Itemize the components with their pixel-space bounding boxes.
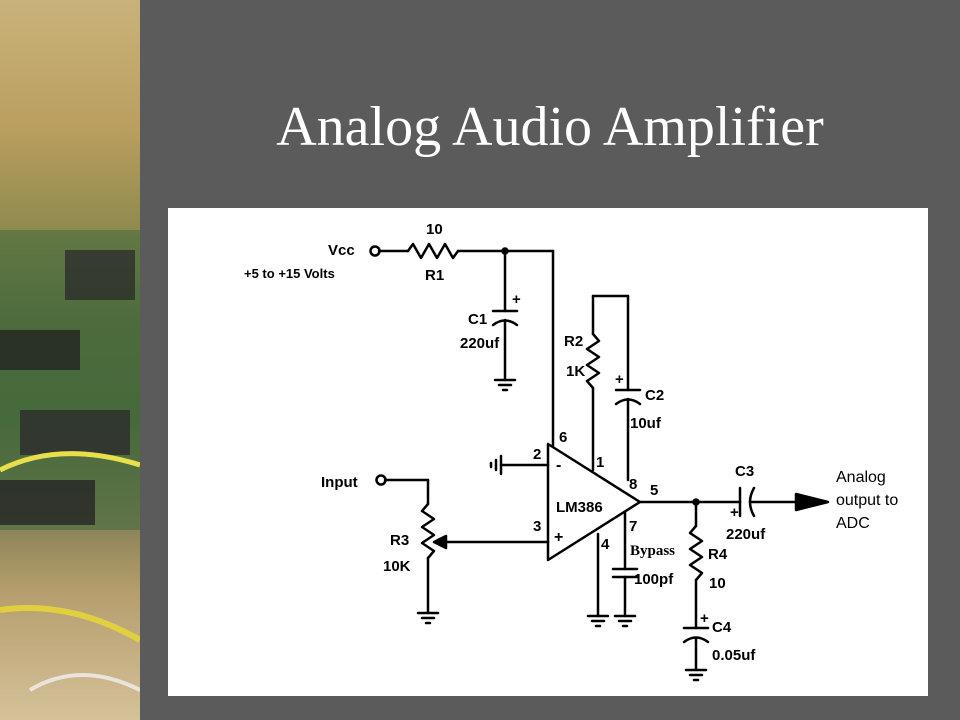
c4-value: 0.05uf xyxy=(712,647,756,664)
capacitor-c1 xyxy=(491,249,519,382)
slide-title: Analog Audio Amplifier xyxy=(276,96,824,158)
vcc-label: Vcc xyxy=(328,242,355,259)
pin-1: 1 xyxy=(596,454,604,471)
r2-value: 1K xyxy=(566,363,585,380)
pin-5: 5 xyxy=(650,482,658,499)
vcc-range-label: +5 to +15 Volts xyxy=(244,266,335,281)
c2-name: C2 xyxy=(645,387,664,404)
pin-2: 2 xyxy=(533,446,541,463)
circuit-board-illustration xyxy=(0,230,140,692)
c2-polarity: + xyxy=(615,371,624,388)
c4-polarity: + xyxy=(700,610,709,627)
resistor-r3 xyxy=(420,502,436,560)
output-arrow xyxy=(794,492,830,512)
yellow-wire-2 xyxy=(0,605,140,643)
c1-polarity: + xyxy=(512,291,521,308)
pin2-ground xyxy=(489,454,550,476)
c4-name: C4 xyxy=(712,619,732,636)
pin-6: 6 xyxy=(559,429,567,446)
ic-minus: - xyxy=(556,457,561,474)
pin-4: 4 xyxy=(601,536,610,553)
output-label-line3: ADC xyxy=(836,515,870,532)
schematic-svg: Vcc +5 to +15 Volts 10 R1 C1 220uf + R2 … xyxy=(244,221,898,682)
r1-value: 10 xyxy=(426,221,443,238)
bypass-value: 100pf xyxy=(634,571,674,588)
r4-name: R4 xyxy=(708,546,728,563)
wiper-arrow xyxy=(432,534,448,550)
zobel-network xyxy=(682,500,710,682)
schematic-diagram: Vcc +5 to +15 Volts 10 R1 C1 220uf + R2 … xyxy=(168,208,928,696)
r1-name: R1 xyxy=(425,267,444,284)
pin4-ground xyxy=(586,532,610,628)
c1-name: C1 xyxy=(468,311,487,328)
c1-value: 220uf xyxy=(460,335,500,352)
pin-7: 7 xyxy=(629,518,637,535)
input-network xyxy=(375,474,550,625)
c2-value: 10uf xyxy=(630,415,662,432)
ic-name: LM386 xyxy=(556,499,603,516)
chip-1 xyxy=(65,250,135,300)
r3-name: R3 xyxy=(390,532,409,549)
circuit-board-photo xyxy=(0,0,140,720)
pin-8: 8 xyxy=(629,476,637,493)
c3-name: C3 xyxy=(735,463,754,480)
chip-3 xyxy=(20,410,130,455)
pin-3: 3 xyxy=(533,518,541,535)
ground-c1 xyxy=(493,378,517,392)
bypass-capacitor xyxy=(611,510,639,628)
input-label: Input xyxy=(321,474,358,491)
r3-value: 10K xyxy=(383,558,411,575)
output-label-line1: Analog xyxy=(836,469,886,486)
resistor-r4 xyxy=(688,524,704,582)
chip-2 xyxy=(0,330,80,370)
ic-plus: + xyxy=(554,529,563,546)
r4-value: 10 xyxy=(709,575,726,592)
bypass-name: Bypass xyxy=(630,543,675,559)
c3-polarity: + xyxy=(730,504,739,521)
gain-network xyxy=(585,294,642,482)
c3-value: 220uf xyxy=(726,526,766,543)
resistor-r2 xyxy=(585,332,601,390)
white-wire xyxy=(28,673,140,692)
lm386-amplifier xyxy=(546,442,642,562)
yellow-wire xyxy=(0,451,140,473)
chip-4 xyxy=(0,480,95,525)
output-label-line2: output to xyxy=(836,492,898,509)
resistor-r1 xyxy=(406,242,460,260)
r2-name: R2 xyxy=(564,333,583,350)
